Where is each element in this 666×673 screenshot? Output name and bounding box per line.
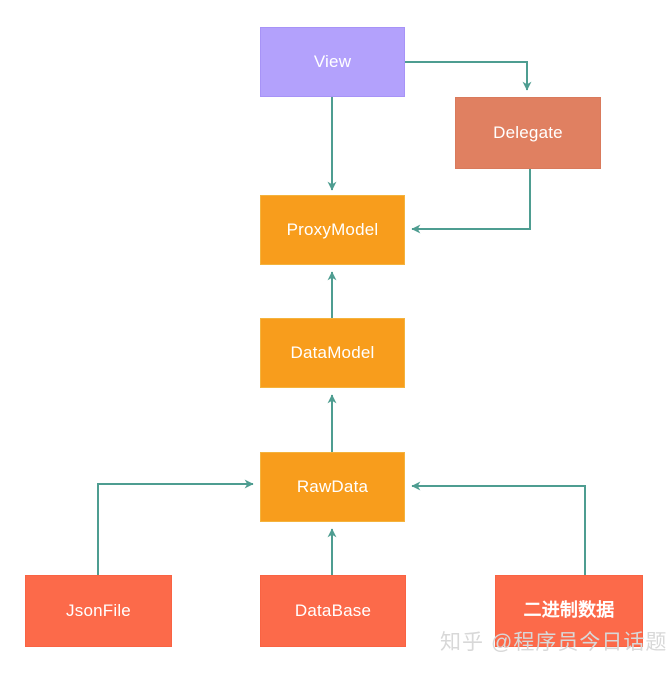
watermark-logo: 知乎 <box>440 631 484 654</box>
node-proxymodel[interactable]: ProxyModel <box>260 195 405 265</box>
node-jsonfile[interactable]: JsonFile <box>25 575 172 647</box>
node-label-binarydata: 二进制数据 <box>523 600 615 621</box>
watermark: 知乎 @程序员今日话题 <box>440 626 666 656</box>
node-label-jsonfile: JsonFile <box>66 600 131 620</box>
edge-view-to-delegate <box>405 61 532 91</box>
node-label-view: View <box>313 51 352 71</box>
node-label-delegate: Delegate <box>493 122 563 142</box>
node-view[interactable]: View <box>260 27 405 97</box>
node-delegate[interactable]: Delegate <box>455 97 601 169</box>
node-rawdata[interactable]: RawData <box>260 452 405 522</box>
node-datamodel[interactable]: DataModel <box>260 318 405 388</box>
node-binarydata[interactable]: 二进制数据 <box>495 575 643 647</box>
node-database[interactable]: DataBase <box>260 575 406 647</box>
edge-delegate-to-proxymodel <box>411 169 531 234</box>
watermark-handle: @程序员今日话题 <box>491 631 666 654</box>
edge-jsonfile-to-rawdata <box>97 479 254 575</box>
node-label-datamodel: DataModel <box>290 342 375 362</box>
node-label-rawdata: RawData <box>296 476 369 496</box>
node-label-database: DataBase <box>294 600 372 620</box>
edge-binarydata-to-rawdata <box>411 481 586 575</box>
node-label-proxymodel: ProxyModel <box>286 219 379 239</box>
